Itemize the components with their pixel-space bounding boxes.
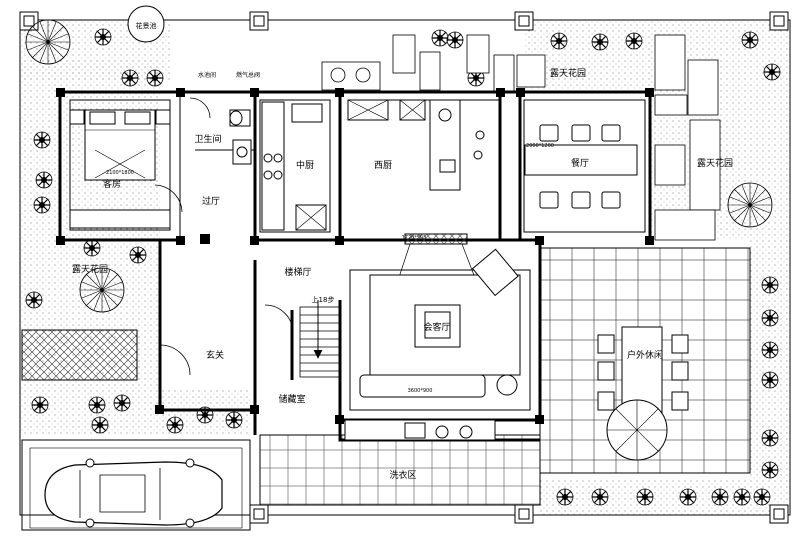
staircase — [290, 300, 341, 380]
wall-thin — [69, 92, 646, 411]
label-open-garden-top: 露天花园 — [550, 67, 586, 79]
outdoor-dining-set — [597, 326, 689, 461]
dining-set — [524, 124, 638, 209]
doors — [154, 97, 294, 376]
corner-columns — [19, 11, 789, 524]
label-western-kitchen: 西厨 — [374, 160, 392, 171]
label-meeting-room: 会客厅 — [423, 321, 450, 333]
room-labels: 客房 卫生间 中厨 西厨 餐厅 过厅 楼梯厅 会客厅 玄关 储藏室 洗衣区 户外… — [72, 21, 733, 481]
meeting-furniture — [359, 233, 521, 398]
label-open-garden-left: 露天花园 — [72, 263, 108, 275]
label-stair-hall: 楼梯厅 — [284, 266, 311, 278]
note-gas-meter: 燃气总阀 — [236, 71, 260, 79]
tree-top-left — [25, 19, 71, 65]
tree-right — [727, 182, 773, 228]
label-entrance: 玄关 — [206, 349, 224, 361]
laundry-floor — [259, 434, 541, 506]
note-bed-size: 2100*1800 — [106, 170, 134, 176]
bathroom-fixtures — [229, 109, 252, 165]
paving-top — [321, 34, 721, 241]
note-tv-size: 1720*508 — [402, 235, 427, 241]
carport — [21, 439, 251, 531]
water-feature — [127, 5, 165, 43]
label-open-garden-right: 露天花园 — [697, 157, 733, 169]
label-storage-room: 储藏室 — [278, 393, 305, 405]
label-dining-room: 餐厅 — [571, 157, 589, 169]
guest-bed — [69, 109, 171, 229]
label-bathroom: 卫生间 — [194, 133, 221, 145]
label-outdoor-leisure: 户外休闲 — [627, 349, 663, 361]
label-middle-kitchen: 中厨 — [296, 159, 314, 171]
hatched-planter — [21, 329, 138, 381]
label-water-feature: 花景池 — [136, 21, 157, 30]
label-laundry-area: 洗衣区 — [389, 469, 416, 481]
kitchen-fixtures — [261, 99, 485, 231]
annotations: 水池间 燃气总阀 上18步 2100*1800 2000*1200 1720*5… — [106, 71, 554, 394]
note-table-size: 2000*1200 — [526, 143, 554, 149]
laundry-fixtures — [344, 419, 496, 441]
label-guest-room: 客房 — [103, 178, 121, 190]
structural-columns — [56, 88, 654, 424]
label-hallway: 过厅 — [202, 195, 220, 207]
note-water-heater: 水池间 — [198, 71, 216, 79]
note-sofa-size: 3600*900 — [408, 388, 433, 394]
note-stair: 上18步 — [312, 295, 335, 304]
car-icon — [44, 461, 223, 526]
